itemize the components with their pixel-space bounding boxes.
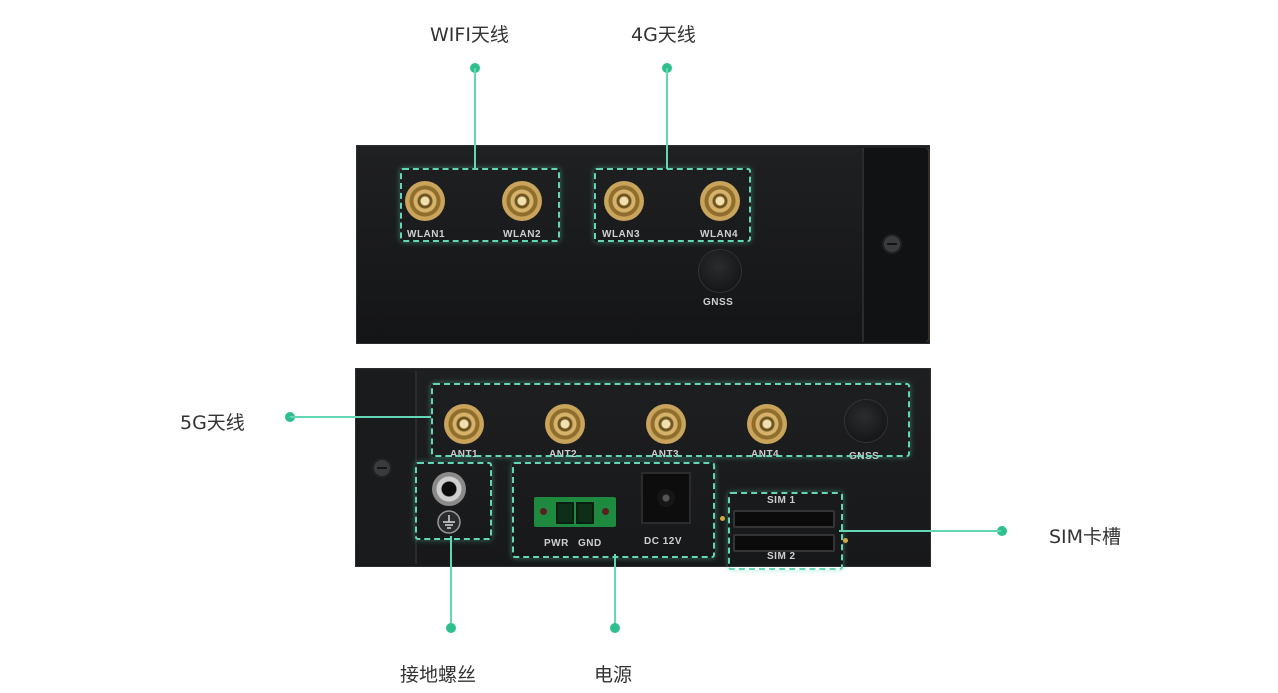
- sim-callout-dot: [997, 526, 1007, 536]
- wlan3-connector: [604, 181, 644, 221]
- port-label-wlan4: WLAN4: [700, 229, 739, 240]
- nr-callout-line: [290, 416, 431, 418]
- callout-wifi-antenna: WIFI天线: [430, 24, 509, 46]
- ground-callout-dot: [446, 623, 456, 633]
- ant3-connector: [646, 404, 686, 444]
- screw-icon: [884, 236, 900, 252]
- ground-highlight-box: [415, 462, 492, 540]
- device-top-panel: [356, 145, 930, 344]
- wlan2-connector: [502, 181, 542, 221]
- gnd-label: GND: [578, 538, 602, 549]
- callout-ground-screw: 接地螺丝: [400, 664, 477, 686]
- power-callout-dot: [610, 623, 620, 633]
- ant2-connector: [545, 404, 585, 444]
- ant4-connector: [747, 404, 787, 444]
- port-label-ant4: ANT4: [751, 449, 780, 460]
- wifi-highlight-box: [400, 168, 560, 242]
- port-label-wlan1: WLAN1: [407, 229, 446, 240]
- lte-callout-line: [666, 68, 668, 169]
- gnss-cap-bottom: [845, 400, 887, 442]
- gnss-label-top: GNSS: [703, 297, 734, 308]
- gnss-cap-top: [699, 250, 741, 292]
- sim-highlight-box: [728, 492, 843, 570]
- ant1-connector: [444, 404, 484, 444]
- nr-highlight-box: [431, 383, 910, 457]
- callout-power: 电源: [594, 664, 633, 686]
- sim2-label: SIM 2: [767, 551, 796, 562]
- callout-4g-antenna: 4G天线: [631, 24, 696, 46]
- wlan4-connector: [700, 181, 740, 221]
- sim2-slot: [733, 534, 835, 552]
- dc-label: DC 12V: [644, 536, 683, 547]
- lte-highlight-box: [594, 168, 751, 242]
- port-label-ant2: ANT2: [549, 449, 578, 460]
- sim-callout-line: [839, 530, 1001, 532]
- port-label-wlan2: WLAN2: [503, 229, 542, 240]
- wifi-callout-line: [474, 68, 476, 169]
- screw-icon: [374, 460, 390, 476]
- sim1-slot: [733, 510, 835, 528]
- port-label-ant1: ANT1: [450, 449, 479, 460]
- callout-sim-slot: SIM卡槽: [1049, 526, 1122, 548]
- port-label-wlan3: WLAN3: [602, 229, 641, 240]
- port-label-ant3: ANT3: [651, 449, 680, 460]
- power-terminal-block: [534, 497, 616, 527]
- ground-callout-line: [450, 536, 452, 628]
- ground-icon: [437, 510, 461, 534]
- wlan1-connector: [405, 181, 445, 221]
- sim1-label: SIM 1: [767, 495, 796, 506]
- status-led: [720, 516, 725, 521]
- audio-jack: [432, 472, 466, 506]
- power-callout-line: [614, 554, 616, 628]
- callout-5g-antenna: 5G天线: [180, 412, 245, 434]
- device-bottom-panel: [355, 368, 931, 567]
- pwr-label: PWR: [544, 538, 569, 549]
- status-led: [843, 538, 848, 543]
- power-highlight-box: [512, 462, 715, 558]
- dc-jack: [643, 474, 689, 522]
